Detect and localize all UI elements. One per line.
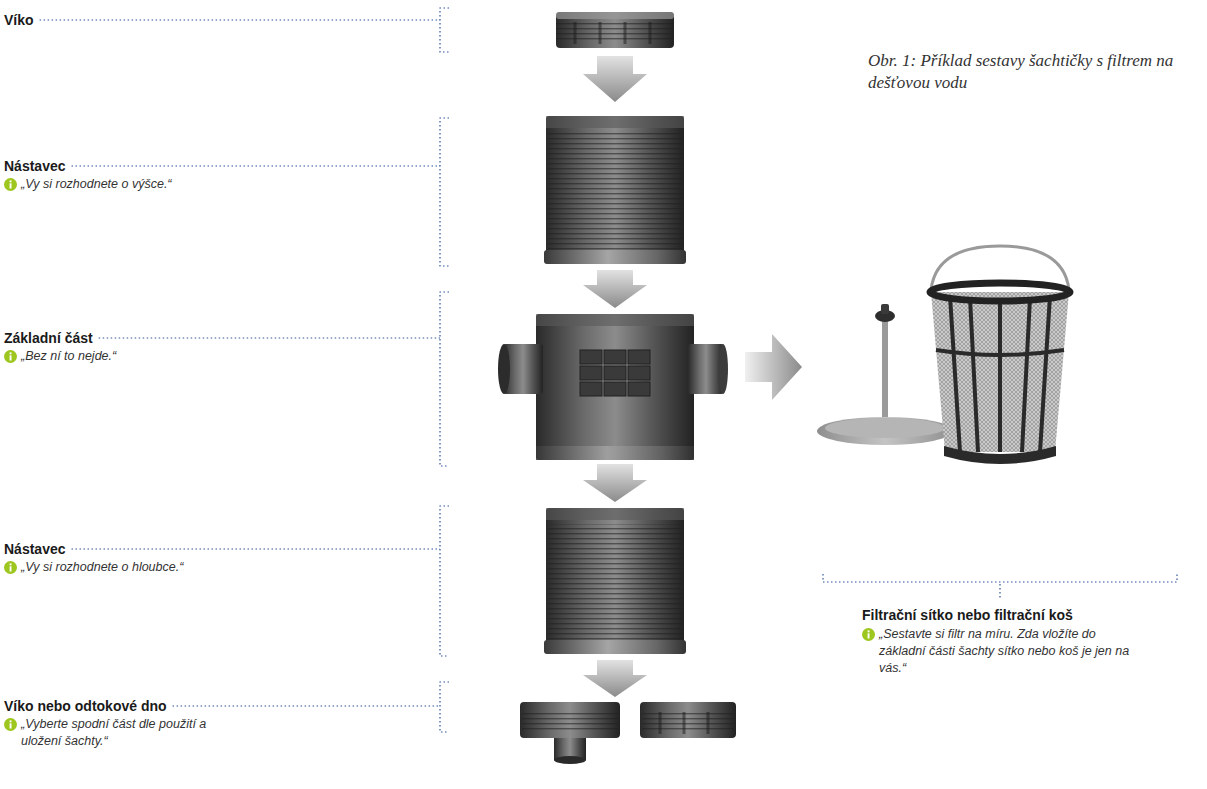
note-text: „Vyberte spodní část dle použití a ulože… bbox=[4, 716, 229, 750]
info-icon-dot bbox=[10, 352, 12, 354]
part-name: Základní část bbox=[4, 329, 93, 347]
leader-line bbox=[40, 19, 440, 20]
note-text: „Sestavte si filtr na míru. Zda vložíte … bbox=[862, 626, 1137, 677]
info-icon-stem bbox=[868, 633, 870, 638]
info-icon bbox=[4, 178, 17, 191]
right-arrow bbox=[745, 334, 802, 400]
info-icon-dot bbox=[10, 180, 12, 182]
info-icon-stem bbox=[10, 183, 12, 188]
down-arrow bbox=[583, 56, 647, 102]
base-part bbox=[498, 314, 728, 460]
note-text: „Vy si rozhodnete o výšce.“ bbox=[4, 176, 172, 193]
lid-part bbox=[556, 12, 674, 48]
info-icon-stem bbox=[10, 566, 12, 571]
info-icon-disc bbox=[4, 561, 17, 574]
filter-basket bbox=[930, 246, 1070, 464]
part-name: Nástavec bbox=[4, 157, 66, 175]
info-icon-disc bbox=[862, 628, 875, 641]
extension-part bbox=[544, 508, 686, 654]
info-icon bbox=[4, 350, 17, 363]
info-icon bbox=[4, 718, 17, 731]
info-icon bbox=[4, 561, 17, 574]
info-icon-stem bbox=[10, 723, 12, 728]
info-icon-dot bbox=[10, 563, 12, 565]
filter-plate bbox=[817, 304, 953, 445]
part-name: Nástavec bbox=[4, 540, 66, 558]
dotted-bracket bbox=[440, 8, 1177, 732]
note-text: „Vy si rozhodnete o výšce.“ bbox=[4, 176, 172, 193]
note-text: „Sestavte si filtr na míru. Zda vložíte … bbox=[862, 626, 1137, 677]
leader-line bbox=[99, 337, 440, 338]
note-text: „Bez ní to nejde.“ bbox=[4, 348, 116, 365]
info-icon-disc bbox=[4, 718, 17, 731]
note-text: „Vyberte spodní část dle použití a ulože… bbox=[4, 716, 229, 750]
note-text: „Vy si rozhodnete o hloubce.“ bbox=[4, 559, 183, 576]
note-text: „Vy si rozhodnete o hloubce.“ bbox=[4, 559, 183, 576]
leader-line bbox=[72, 165, 441, 166]
note-text: „Bez ní to nejde.“ bbox=[4, 348, 116, 365]
info-icon-disc bbox=[4, 178, 17, 191]
down-arrow bbox=[583, 660, 647, 697]
leader-line bbox=[72, 548, 441, 549]
extension-part bbox=[544, 116, 686, 264]
bottom-lid-part bbox=[640, 702, 736, 738]
info-icon-stem bbox=[10, 355, 12, 360]
outlet-bottom-part bbox=[520, 702, 620, 764]
part-name: Víko bbox=[4, 11, 34, 29]
leader-line bbox=[173, 705, 440, 706]
info-icon-dot bbox=[868, 630, 870, 632]
part-name: Víko nebo odtokové dno bbox=[4, 697, 167, 715]
info-icon bbox=[862, 628, 875, 641]
down-arrow bbox=[583, 464, 647, 502]
info-icon-dot bbox=[10, 720, 12, 722]
info-icon-disc bbox=[4, 350, 17, 363]
part-name: Filtrační sítko nebo filtrační koš bbox=[862, 606, 1073, 624]
down-arrow bbox=[583, 270, 647, 308]
figure-caption: Obr. 1: Příklad sestavy šachtičky s filt… bbox=[868, 50, 1203, 94]
